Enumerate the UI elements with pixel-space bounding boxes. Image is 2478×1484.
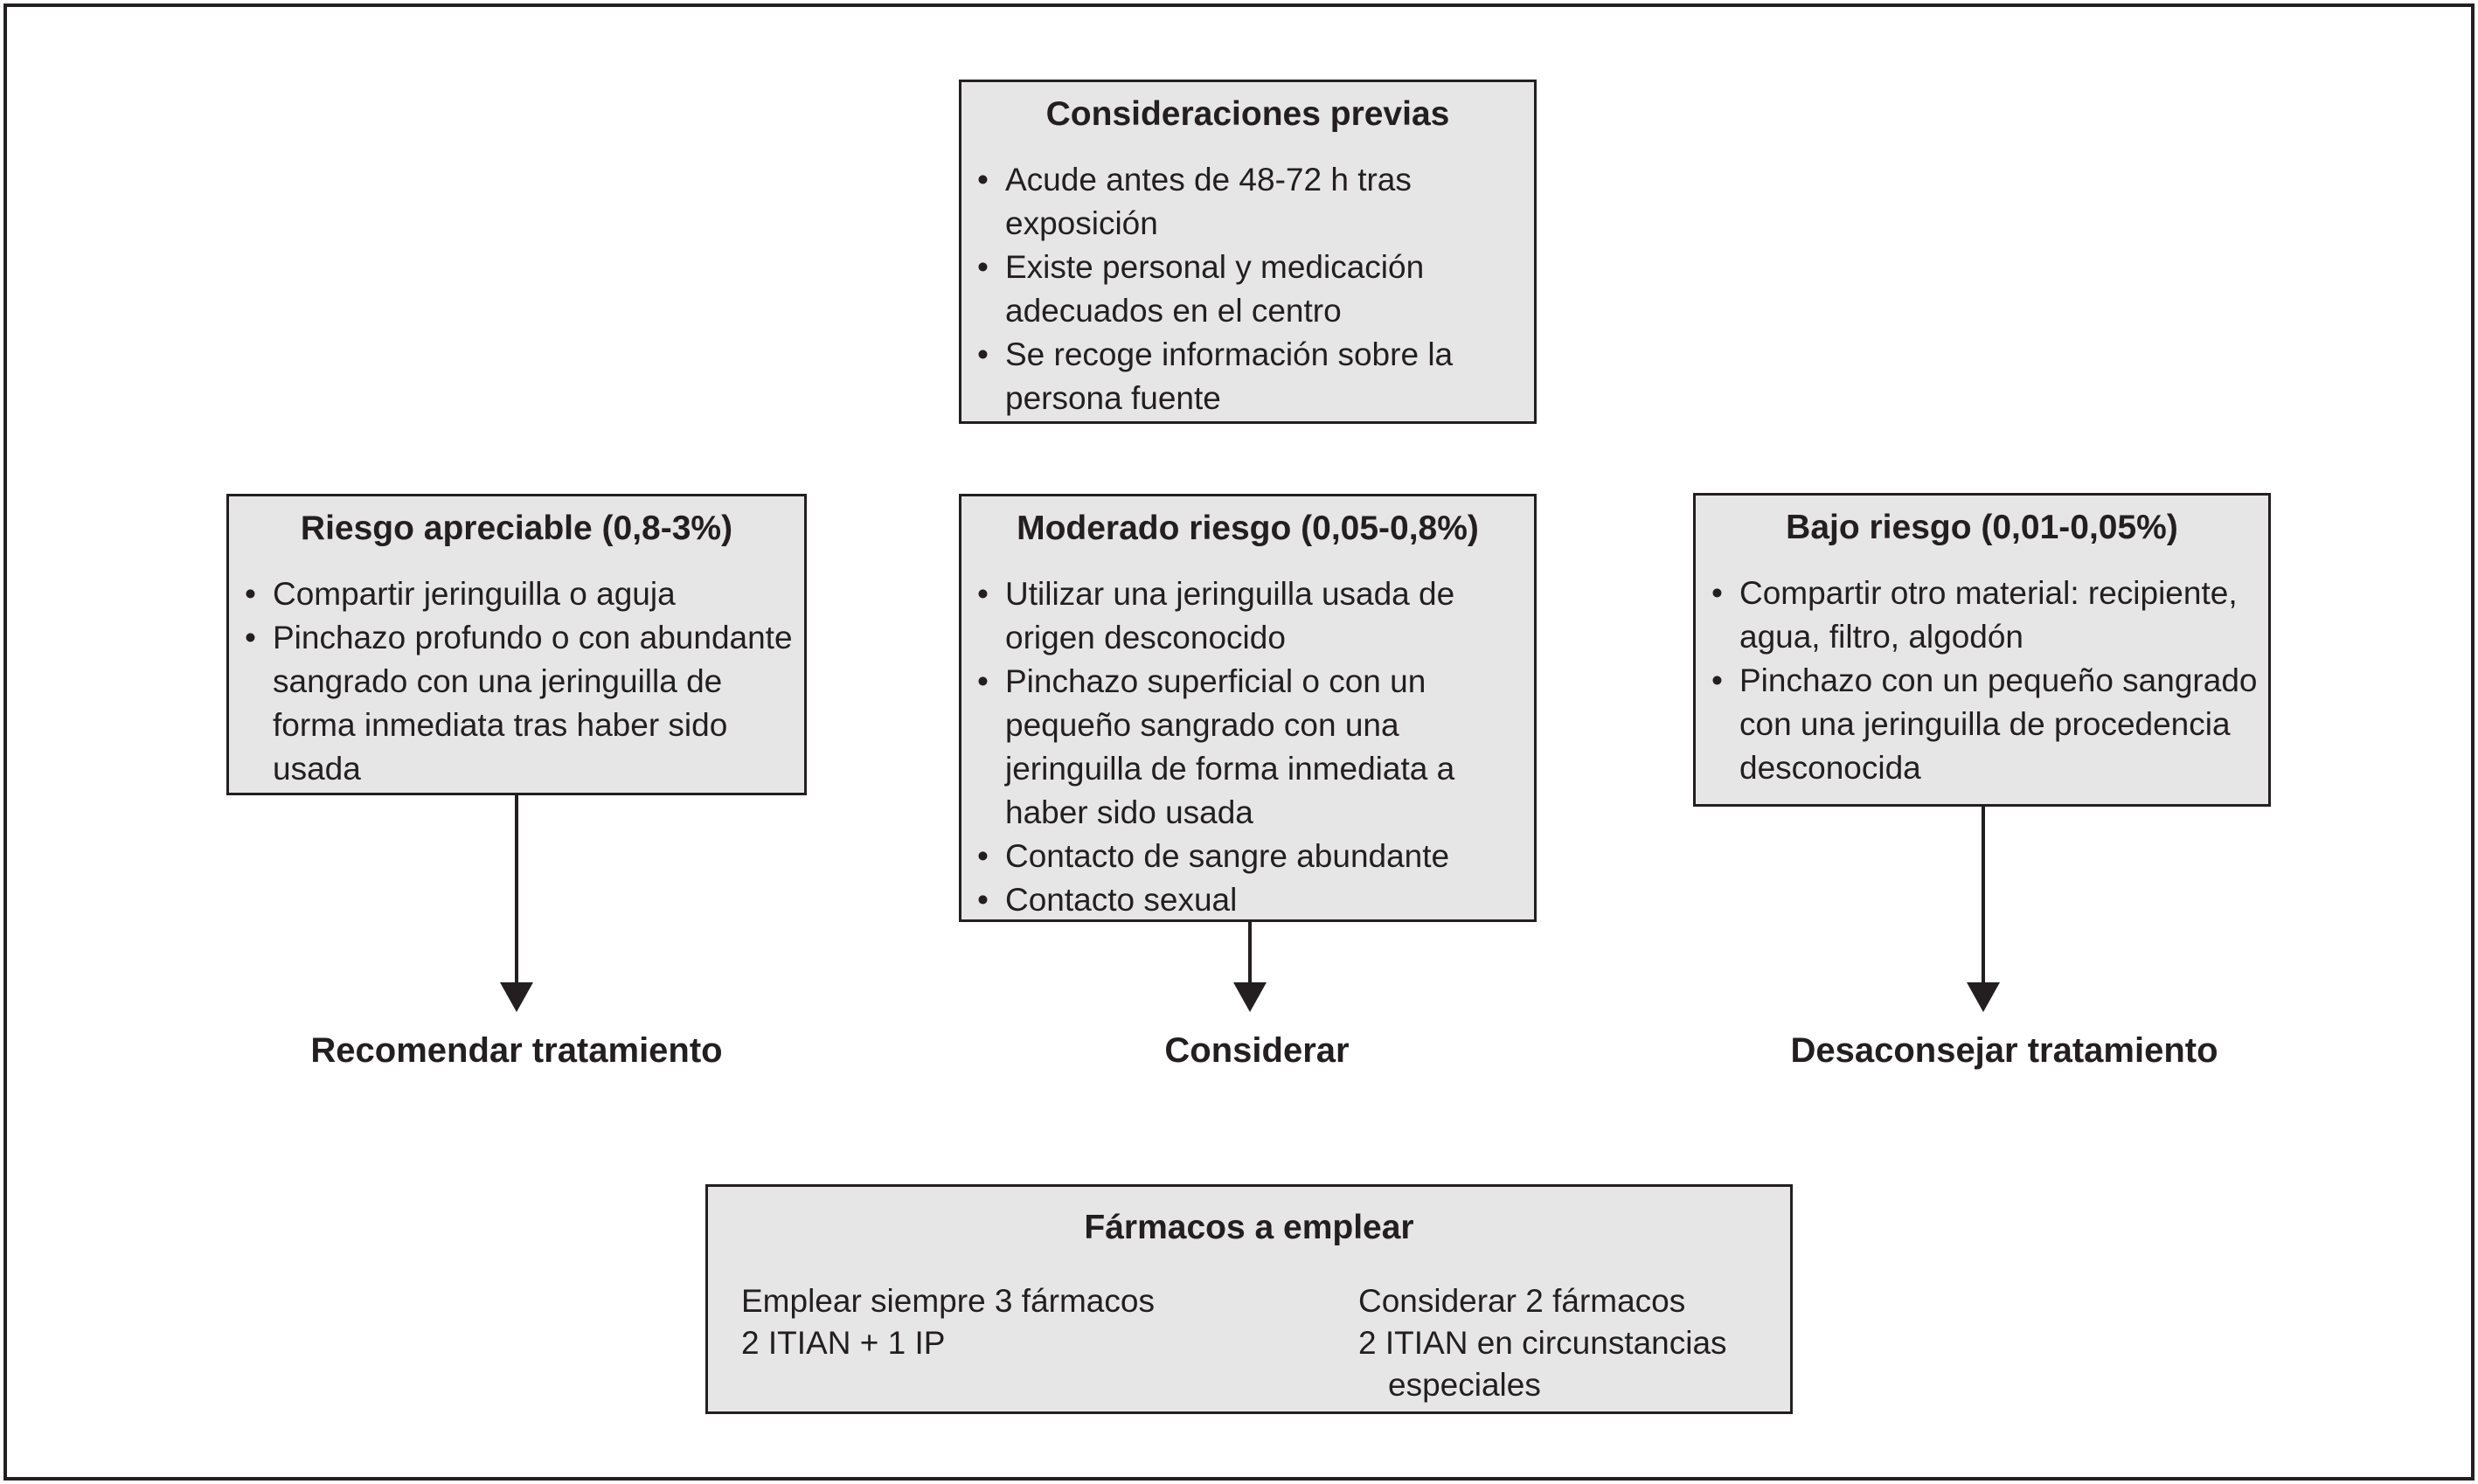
- bullet-item: Acude antes de 48-72 h tras exposición: [961, 158, 1524, 246]
- box-moderado-riesgo: Moderado riesgo (0,05-0,8%) Utilizar una…: [959, 494, 1537, 922]
- bullet-item: Contacto sexual: [961, 878, 1524, 922]
- arrow-head: [1233, 982, 1267, 1012]
- arrow-line: [1248, 922, 1252, 982]
- drug-line: 2 ITIAN + 1 IP: [741, 1325, 946, 1361]
- drug-columns: Emplear siempre 3 fármacos 2 ITIAN + 1 I…: [741, 1280, 1790, 1406]
- outcome-label-recomendar: Recomendar tratamiento: [310, 1031, 723, 1070]
- bullet-item: Se recoge información sobre la persona f…: [961, 333, 1524, 420]
- drug-line: Emplear siempre 3 fármacos: [741, 1283, 1155, 1319]
- bullet-item: Compartir otro material: recipiente, agu…: [1696, 572, 2258, 659]
- drug-column-right: Considerar 2 fármacos 2 ITIAN en circuns…: [1358, 1280, 1790, 1406]
- drug-line: especiales: [1388, 1367, 1541, 1403]
- box-title: Riesgo apreciable (0,8-3%): [300, 510, 733, 547]
- outcome-label-desaconsejar: Desaconsejar tratamiento: [1790, 1031, 2218, 1070]
- outcome-label-considerar: Considerar: [1164, 1031, 1350, 1070]
- arrow-head: [1967, 982, 2000, 1012]
- box-consideraciones-previas: Consideraciones previas Acude antes de 4…: [959, 80, 1537, 424]
- down-arrow-icon: [1966, 807, 2001, 1012]
- box-title: Consideraciones previas: [1045, 95, 1450, 133]
- bullet-item: Utilizar una jeringuilla usada de origen…: [961, 572, 1524, 660]
- box-farmacos-a-emplear: Fármacos a emplear Emplear siempre 3 fár…: [705, 1184, 1793, 1414]
- drug-line: 2 ITIAN en circunstancias: [1358, 1325, 1727, 1361]
- bullet-list: Utilizar una jeringuilla usada de origen…: [961, 572, 1534, 922]
- bullet-list: Acude antes de 48-72 h tras exposición E…: [961, 158, 1534, 420]
- bullet-item: Existe personal y medicación adecuados e…: [961, 246, 1524, 333]
- drug-line: Considerar 2 fármacos: [1358, 1283, 1686, 1319]
- arrow-line: [515, 795, 518, 982]
- bullet-list: Compartir otro material: recipiente, agu…: [1696, 572, 2268, 790]
- box-riesgo-apreciable: Riesgo apreciable (0,8-3%) Compartir jer…: [226, 494, 807, 795]
- box-bajo-riesgo: Bajo riesgo (0,01-0,05%) Compartir otro …: [1693, 493, 2271, 807]
- outer-frame: Consideraciones previas Acude antes de 4…: [3, 3, 2475, 1481]
- box-title: Bajo riesgo (0,01-0,05%): [1786, 509, 2178, 546]
- down-arrow-icon: [1232, 922, 1267, 1012]
- bullet-item: Compartir jeringuilla o aguja: [229, 572, 794, 616]
- bullet-item: Contacto de sangre abundante: [961, 835, 1524, 878]
- bullet-list: Compartir jeringuilla o aguja Pinchazo p…: [229, 572, 804, 791]
- drug-column-left: Emplear siempre 3 fármacos 2 ITIAN + 1 I…: [741, 1280, 1358, 1406]
- bullet-item: Pinchazo superficial o con un pequeño sa…: [961, 660, 1524, 835]
- bullet-item: Pinchazo con un pequeño sangrado con una…: [1696, 659, 2258, 790]
- bullet-item: Pinchazo profundo o con abundante sangra…: [229, 616, 794, 791]
- arrow-head: [500, 982, 533, 1012]
- down-arrow-icon: [499, 795, 534, 1012]
- box-title: Fármacos a emplear: [1084, 1209, 1414, 1246]
- arrow-line: [1982, 807, 1985, 982]
- box-title: Moderado riesgo (0,05-0,8%): [1017, 510, 1479, 547]
